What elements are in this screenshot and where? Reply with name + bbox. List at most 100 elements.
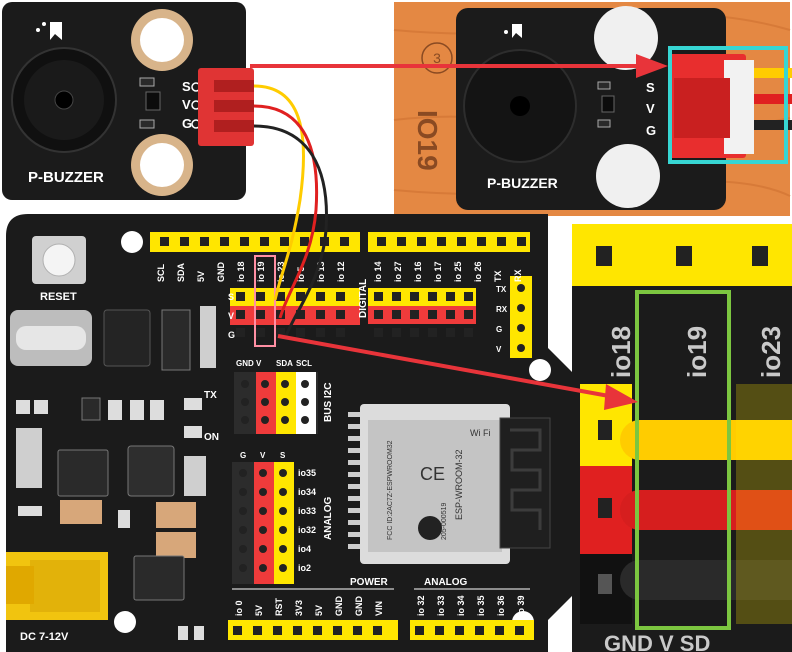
pin-hole: [455, 626, 464, 635]
row-v-label: V: [228, 311, 234, 321]
pin-hole: [239, 564, 247, 572]
bottom-analog-pin-label: io 35: [476, 595, 486, 616]
pin-hole: [281, 380, 289, 388]
bottom-power-pin-label: GND: [334, 596, 344, 617]
esp-pin: [348, 484, 360, 489]
i2c-col-label: GND: [236, 359, 254, 368]
i2c-bus-label: BUS I2C: [323, 383, 334, 422]
bottom-power-pin-label: 3V3: [294, 600, 304, 616]
top-right-pin-label: io 14: [373, 261, 383, 282]
pin-hole: [253, 626, 262, 635]
pin-hole: [464, 328, 473, 337]
esp-pin: [348, 496, 360, 501]
module-connector: [198, 68, 254, 146]
esp32-edge-pins: [348, 412, 360, 549]
pin-hole: [273, 626, 282, 635]
pin-hole: [415, 626, 424, 635]
reset-button: [32, 236, 86, 284]
pin-hole: [446, 292, 455, 301]
i2c-col-label: V: [256, 359, 262, 368]
pin-hole: [316, 328, 325, 337]
zoom-panel: io18 io19 io23 GND V SD: [572, 224, 792, 652]
esp-pin: [348, 448, 360, 453]
pin-hole: [261, 380, 269, 388]
pin-hole: [256, 292, 265, 301]
photo-pin-s-label: S: [646, 80, 655, 95]
pin-hole: [517, 237, 526, 246]
bottom-header-holes: [233, 626, 524, 635]
pin-hole: [259, 545, 267, 553]
pin-hole: [316, 292, 325, 301]
pin-hole: [517, 284, 525, 292]
zoom-io19-highlight: [635, 290, 731, 630]
pin-hole: [392, 292, 401, 301]
pin-hole: [239, 507, 247, 515]
pin-hole: [475, 626, 484, 635]
pin-hole: [410, 310, 419, 319]
analog-pin-label: io2: [298, 563, 311, 573]
pin-hole: [495, 626, 504, 635]
top-left-pin-label: 5V: [196, 271, 206, 282]
pin-hole: [417, 237, 426, 246]
arrow-top: [250, 54, 668, 78]
pin-hole: [301, 416, 309, 424]
pin-hole: [261, 416, 269, 424]
esp-pin: [348, 424, 360, 429]
esp-pin: [348, 460, 360, 465]
pin-hole: [464, 292, 473, 301]
pin-hole: [336, 328, 345, 337]
uart-pin-label: RX: [496, 305, 508, 314]
analog-pin-label: io33: [298, 506, 316, 516]
bottom-power-pin-label: GND: [354, 596, 364, 617]
arrow-bottom: [277, 334, 638, 410]
pin-hole: [160, 237, 169, 246]
pin-hole: [435, 626, 444, 635]
top-right-pin-label: io 27: [393, 261, 403, 282]
pin-hole: [239, 488, 247, 496]
pin-hole: [236, 310, 245, 319]
top-left-pin-label: io 12: [336, 261, 346, 282]
top-header-holes: [160, 237, 526, 352]
pin-hole: [279, 488, 287, 496]
pin-hole: [276, 292, 285, 301]
pin-hole: [236, 328, 245, 337]
photo-name-label: P-BUZZER: [487, 175, 558, 191]
photo-stamp-text: IO19: [412, 110, 443, 171]
pin-hole: [241, 416, 249, 424]
top-right-pin-label: io 17: [433, 261, 443, 282]
photo-pin-v-label: V: [646, 101, 655, 116]
top-right-pin-label: io 25: [453, 261, 463, 282]
pin-hole: [279, 469, 287, 477]
top-left-pin-label: io 5: [296, 266, 306, 282]
pin-hole: [259, 507, 267, 515]
pin-hole: [377, 237, 386, 246]
pin-hole: [374, 292, 383, 301]
power-wire: [253, 104, 319, 319]
analog-col-label: V: [260, 451, 266, 460]
row-g-label: G: [228, 330, 235, 340]
pin-hole: [241, 380, 249, 388]
pin-hole: [410, 328, 419, 337]
pin-hole: [333, 626, 342, 635]
pin-hole: [200, 237, 209, 246]
digital-header-label: DIGITAL: [358, 279, 369, 318]
analog-col-label: S: [280, 451, 286, 460]
esp-pin: [348, 472, 360, 477]
pin-hole: [240, 237, 249, 246]
pin-hole: [353, 626, 362, 635]
pin-hole: [259, 526, 267, 534]
pin-hole: [261, 398, 269, 406]
ce-mark-icon: CE: [420, 464, 445, 484]
esp-fingerprint-icon: [418, 516, 442, 540]
analog-pin-label: io35: [298, 468, 316, 478]
pin-hole: [279, 507, 287, 515]
bottom-analog-pin-label: io 33: [436, 595, 446, 616]
zoom-pin-io19: io19: [682, 326, 712, 378]
jumper-wires: [253, 84, 328, 337]
module-name-label: P-BUZZER: [28, 169, 104, 186]
analog-side-label: ANALOG: [323, 496, 334, 540]
